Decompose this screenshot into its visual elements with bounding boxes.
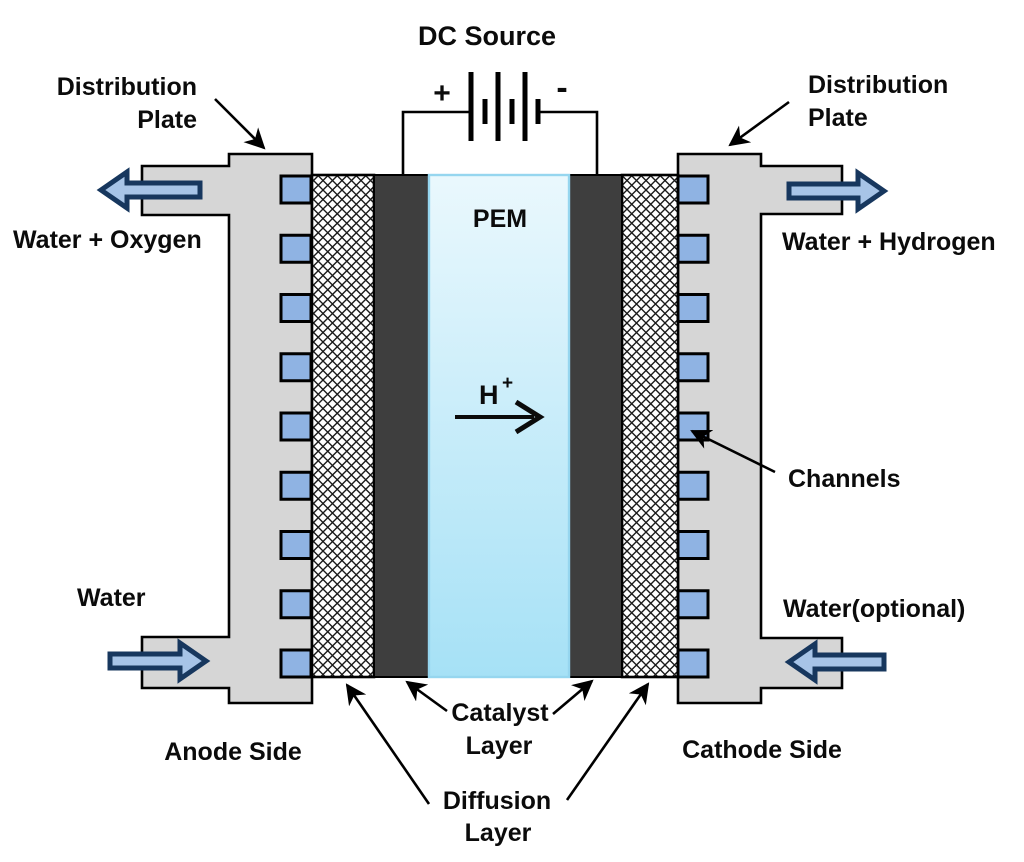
channels-right-group	[676, 174, 710, 679]
water-hydrogen-label: Water + Hydrogen	[782, 228, 996, 256]
catalyst-layer-right	[568, 174, 623, 678]
channel	[676, 530, 710, 560]
proton-charge-label: +	[502, 373, 513, 394]
channel	[279, 233, 313, 264]
leader-diffusion-right	[565, 682, 650, 801]
proton-arrow	[455, 399, 545, 435]
channel	[676, 470, 710, 501]
catalyst-layer-label-line2: Layer	[466, 732, 533, 760]
flow-arrows	[96, 167, 889, 685]
channels-left-group	[279, 174, 313, 679]
pem-membrane	[427, 173, 571, 679]
channel	[279, 352, 313, 383]
water-oxygen-label: Water + Oxygen	[13, 226, 202, 254]
diffusion-layer-right	[620, 173, 680, 679]
diffusion-layer-label-line2: Layer	[465, 819, 532, 847]
water-label: Water	[77, 584, 146, 612]
dc-source-label: DC Source	[418, 21, 556, 51]
diffusion-layer-label-line1: Diffusion	[443, 787, 551, 815]
channel	[279, 589, 313, 620]
leader-channels	[690, 429, 776, 474]
leader-diffusion-left	[345, 683, 431, 805]
channel	[676, 648, 710, 679]
channels-label: Channels	[788, 465, 901, 493]
channel	[279, 648, 313, 679]
diffusion-layer-left	[310, 173, 376, 679]
battery-icon	[468, 72, 541, 141]
channel	[676, 293, 710, 323]
distribution-plate-left-label-line2: Plate	[137, 106, 197, 134]
channel	[279, 530, 313, 560]
channel	[676, 174, 710, 205]
battery-minus-label: -	[556, 69, 567, 107]
dc-circuit	[401, 72, 599, 177]
distribution-plate-left-label-line1: Distribution	[57, 73, 197, 101]
distribution-plate-right-label-line2: Plate	[808, 104, 868, 132]
water-hydrogen-out-arrow	[786, 168, 889, 214]
water-oxygen-out-arrow	[96, 167, 203, 213]
leader-catalyst-right	[552, 679, 594, 715]
channel	[676, 352, 710, 383]
distribution-plate-right	[676, 152, 844, 705]
pem-label: PEM	[473, 205, 527, 233]
channel	[676, 233, 710, 264]
wire-anode	[401, 110, 470, 177]
proton-label: H	[479, 380, 499, 410]
catalyst-layer-left	[373, 174, 430, 678]
annotation-arrows	[214, 98, 790, 805]
channel	[279, 470, 313, 501]
battery-plus-label: +	[433, 77, 451, 110]
channel	[279, 174, 313, 205]
leader-distribution-plate-right	[728, 100, 790, 147]
water-in-arrow	[107, 638, 211, 684]
channel	[279, 293, 313, 323]
cathode-side-label: Cathode Side	[682, 736, 842, 764]
wire-cathode	[540, 110, 599, 177]
water-optional-label: Water(optional)	[783, 595, 965, 623]
channel	[279, 411, 313, 442]
distribution-plate-right-label-line1: Distribution	[808, 71, 948, 99]
leader-distribution-plate-left	[214, 98, 266, 150]
anode-side-label: Anode Side	[164, 738, 302, 766]
catalyst-layer-label-line1: Catalyst	[451, 699, 549, 727]
water-optional-in-arrow	[784, 639, 887, 685]
distribution-plate-left	[140, 152, 314, 705]
leader-catalyst-left	[405, 680, 448, 713]
channel	[676, 589, 710, 620]
